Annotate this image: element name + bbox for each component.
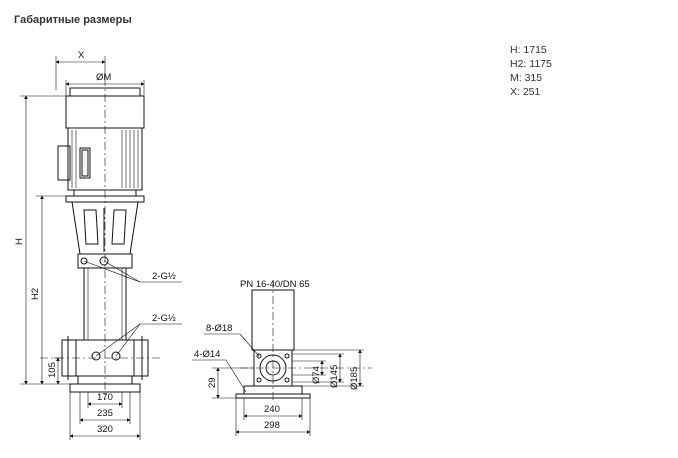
- dim-320-label: 320: [97, 424, 113, 435]
- port-top-label: 2-G½: [152, 271, 176, 282]
- dim-x-label: X: [78, 50, 85, 61]
- dim-240-label: 240: [264, 404, 280, 415]
- dim-145-label: Ø145: [329, 365, 340, 388]
- port-bottom-label: 2-G½: [152, 313, 176, 324]
- holes-base-label: 4-Ø14: [194, 349, 220, 360]
- dim-185-label: Ø185: [349, 367, 360, 390]
- specs-list: H: 1715 H2: 1175 M: 315 X: 251: [510, 43, 552, 99]
- dim-29-label: 29: [207, 377, 218, 388]
- spec-h: H: 1715: [510, 44, 547, 56]
- dim-m-label: ØM: [96, 72, 111, 83]
- dim-h2-label: H2: [30, 288, 41, 300]
- dim-235-label: 235: [97, 408, 113, 419]
- page-title: Габаритные размеры: [14, 14, 132, 26]
- dim-74-label: Ø74: [311, 366, 322, 384]
- spec-x: X: 251: [510, 86, 541, 98]
- flange-spec-label: PN 16-40/DN 65: [240, 279, 310, 290]
- pump-front-view: X ØM H H2 105 170 235 320: [14, 50, 182, 440]
- dim-h-label: H: [14, 238, 25, 245]
- dim-170-label: 170: [97, 392, 113, 403]
- spec-h2: H2: 1175: [510, 58, 552, 70]
- dim-298-label: 298: [264, 420, 280, 431]
- pump-side-view: PN 16-40/DN 65 8-Ø18 4-Ø14 29 240 298 Ø7…: [192, 279, 372, 436]
- holes-flange-label: 8-Ø18: [206, 323, 232, 334]
- spec-m: M: 315: [510, 72, 543, 84]
- dim-105-label: 105: [47, 362, 58, 378]
